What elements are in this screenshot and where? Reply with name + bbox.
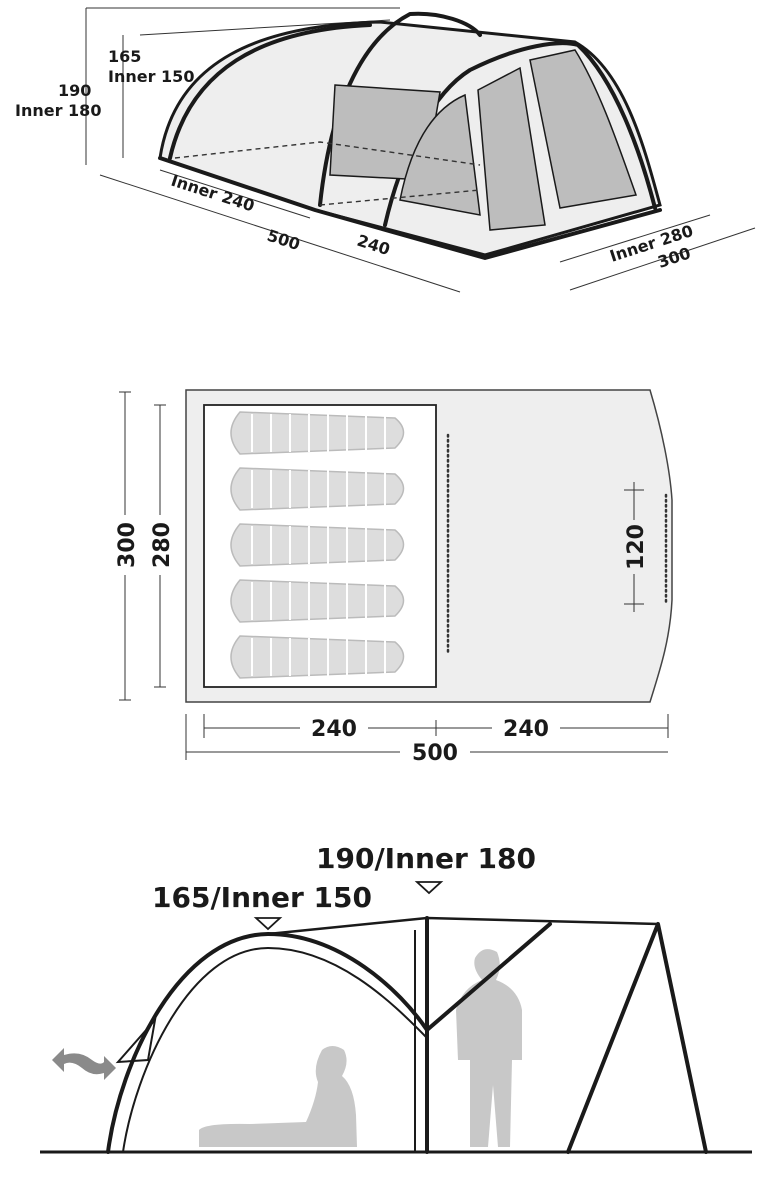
ventilation-arrow-icon: [52, 1048, 116, 1080]
outer-arch: [106, 932, 429, 1154]
standing-person-figure: [456, 949, 522, 1147]
door-window-left: [399, 93, 481, 216]
total-length-label: 500: [265, 226, 303, 254]
door-window-center: [477, 66, 546, 231]
sleeping-bag: [230, 579, 405, 623]
sleeping-bag-body: [230, 467, 405, 511]
length-dim-line: [99, 174, 461, 293]
peak-height-label: 190/Inner 180: [316, 842, 536, 875]
peak-marker-icon: [414, 881, 444, 895]
label-mask: [400, 740, 470, 766]
floor-plan: 300 280 120 240 240 500: [113, 389, 673, 766]
label-mask: [113, 515, 137, 575]
plan-porch-length-value: 240: [503, 717, 549, 742]
width-dim-line: [569, 227, 756, 291]
inner-arch: [122, 946, 428, 1153]
plan-width-value: 300: [115, 522, 140, 568]
sleeping-bag-body: [230, 523, 405, 567]
sleeping-bags: [230, 411, 405, 679]
rear-arch: [168, 23, 372, 160]
inner-width-dim-line: [559, 214, 711, 263]
floor-dash-rear: [174, 141, 481, 166]
label-mask: [300, 714, 368, 742]
label-mask: [622, 520, 646, 574]
front-length-label: 240: [355, 231, 393, 259]
middle-arch: [318, 11, 482, 207]
arch-marker-icon: [253, 917, 283, 931]
sleeping-bag: [230, 467, 405, 511]
side-view: 190/Inner 180 165/Inner 150: [40, 842, 752, 1154]
plan-total-length-value: 500: [412, 741, 458, 766]
front-a-frame: [566, 922, 708, 1154]
sleeping-bag-body: [230, 411, 405, 455]
sleeping-bag-body: [230, 635, 405, 679]
tent-base: [158, 156, 662, 260]
arch-height-value: 165: [108, 47, 141, 66]
inner-length-dim-line: [159, 169, 311, 219]
arch-height-inner: Inner 150: [108, 67, 194, 86]
sleeping-bag-body: [230, 579, 405, 623]
sleeping-bag: [230, 523, 405, 567]
label-mask: [148, 515, 172, 575]
porch-pole: [425, 922, 552, 1032]
arch-height-label: 165/Inner 150: [152, 881, 372, 914]
door-window-right: [529, 49, 638, 209]
plan-inner-length-value: 240: [311, 717, 357, 742]
door-width-value: 120: [624, 524, 649, 570]
sleeping-bag: [230, 411, 405, 455]
perspective-view: 165 Inner 150 190 Inner 180 Inner 240 50…: [15, 7, 756, 293]
plan-inner-width-value: 280: [150, 522, 175, 568]
roof-ridge: [267, 916, 659, 936]
seated-person-figure: [199, 1046, 357, 1147]
label-mask: [492, 714, 560, 742]
sleeping-bag: [230, 635, 405, 679]
peak-height-inner: Inner 180: [15, 101, 101, 120]
peak-height-value: 190: [58, 81, 91, 100]
